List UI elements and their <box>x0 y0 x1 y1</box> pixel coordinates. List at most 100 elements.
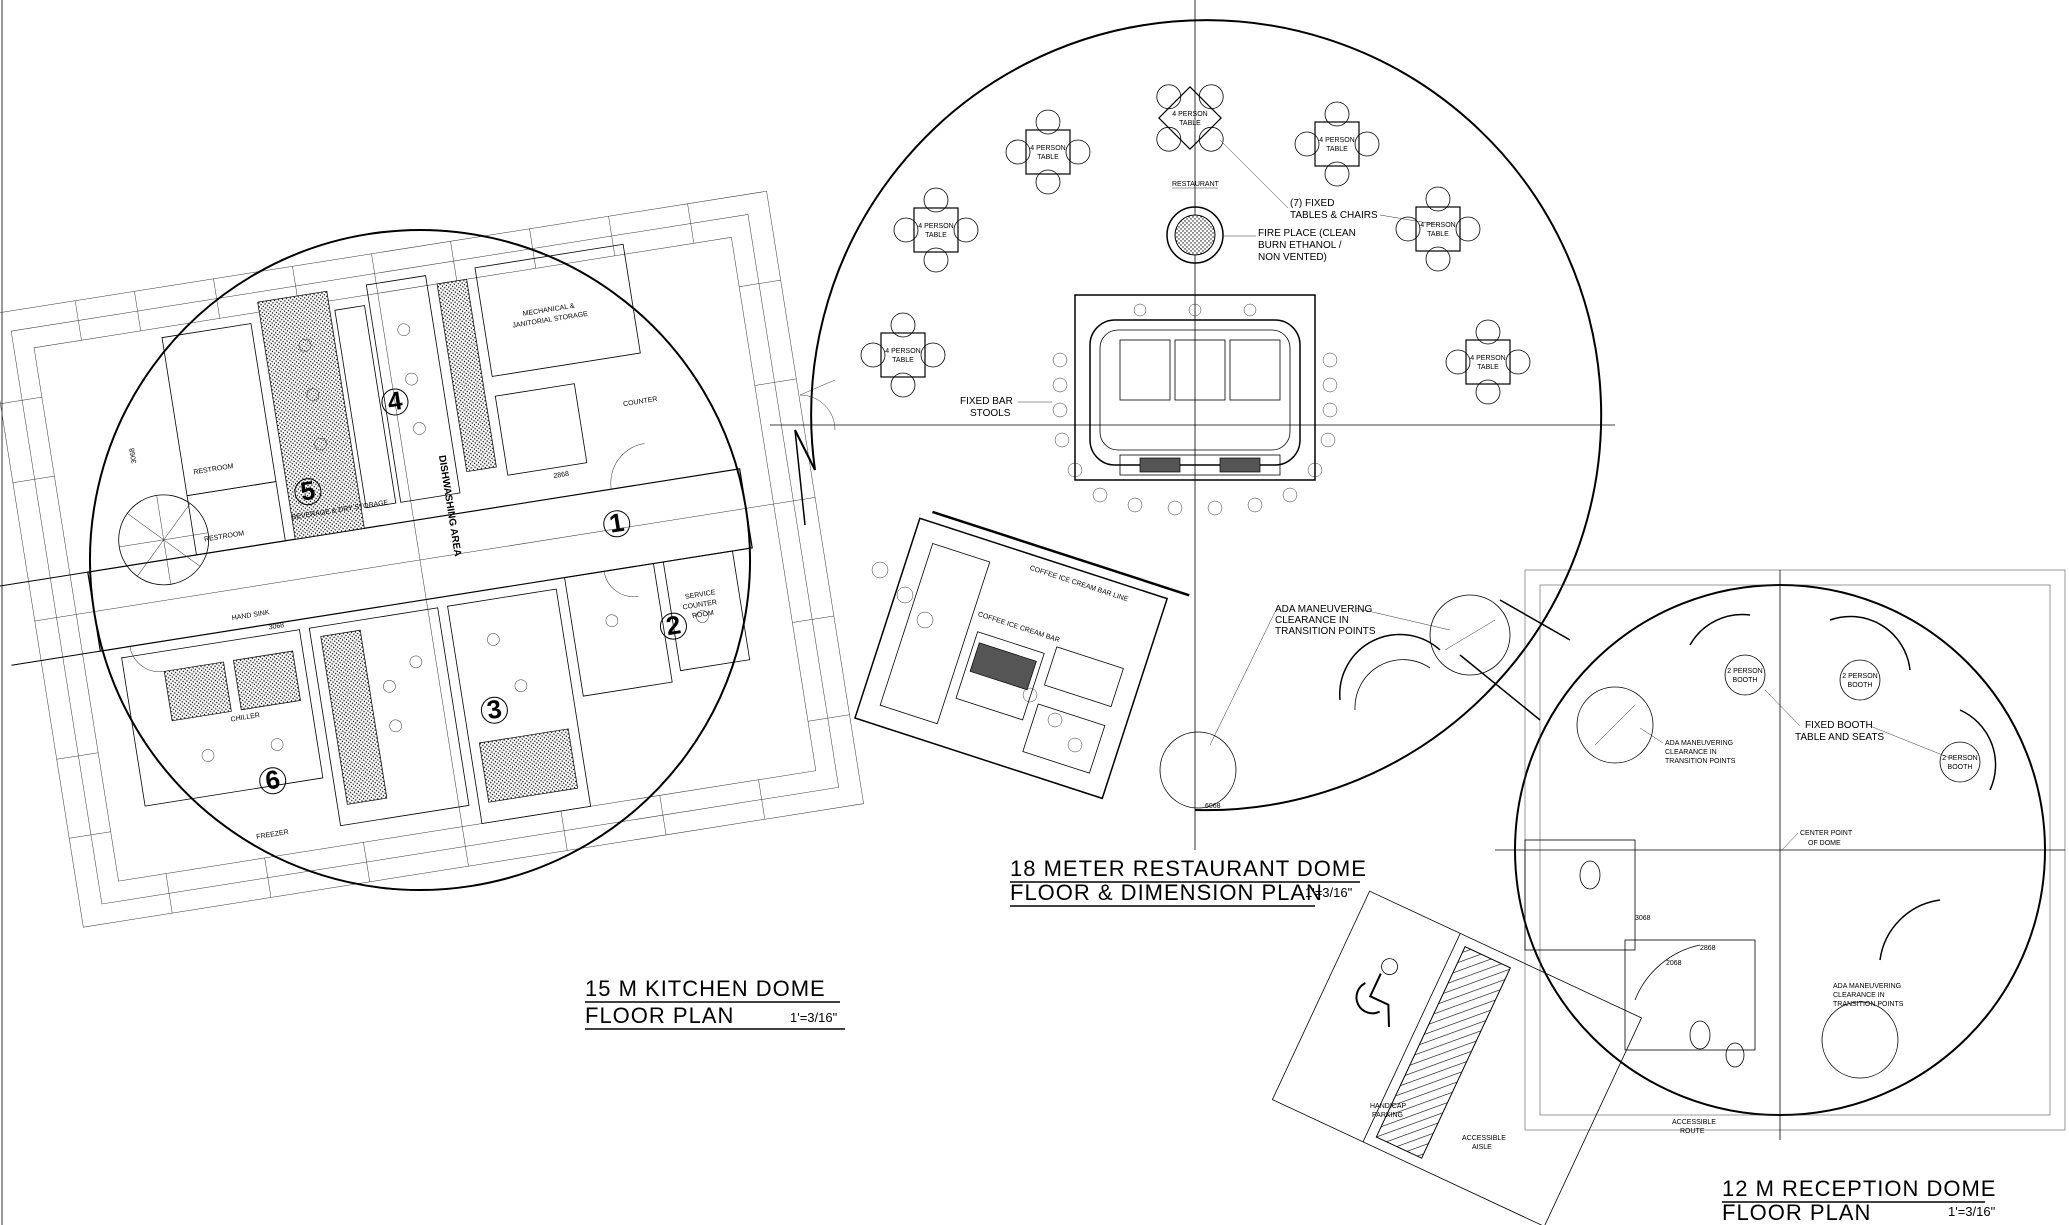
booth-label: 2 PERSON <box>1942 755 1977 762</box>
chair <box>1198 84 1224 110</box>
reception-dome-title: 12 M RECEPTION DOME <box>1722 1176 1996 1201</box>
table-top <box>1158 86 1222 150</box>
four-person-table: 4 PERSON TABLE <box>893 187 979 273</box>
label-service-1: SERVICE <box>685 589 717 601</box>
chair <box>1475 319 1501 345</box>
label-handicap-2: PARKING <box>1372 1112 1403 1119</box>
chair <box>1475 379 1501 405</box>
note-bar-stools-1: FIXED BAR <box>960 396 1013 407</box>
note-ada-reception-1: ADA MANEUVERING <box>1665 740 1733 747</box>
note-fireplace-2: BURN ETHANOL / <box>1258 240 1342 251</box>
label-route-2: ROUTE <box>1680 1128 1705 1135</box>
door-tag-6068: 6068 <box>1205 803 1221 810</box>
chair <box>953 217 979 243</box>
note-ada-reception-b2: CLEARANCE IN <box>1833 992 1885 999</box>
label-chiller: CHILLER <box>230 712 260 724</box>
center-point-2: OF DOME <box>1808 840 1841 847</box>
label-freezer: FREEZER <box>256 829 289 841</box>
note-ada-reception-2: CLEARANCE IN <box>1665 749 1717 756</box>
door-tag-reception-2068: 2068 <box>1666 960 1682 967</box>
reception-dome-scale: 1'=3/16" <box>1948 1204 1996 1219</box>
chair <box>1455 216 1481 242</box>
chair <box>1156 126 1182 152</box>
chair <box>1005 139 1031 165</box>
label-route-1: ACCESSIBLE <box>1672 1119 1716 1126</box>
label-restroom-2: RESTROOM <box>204 530 245 543</box>
booth-label-word: BOOTH <box>1948 764 1973 771</box>
zone-4: 4 <box>385 385 405 417</box>
chair <box>1324 161 1350 187</box>
label-handicap-1: HANDICAP <box>1370 1103 1407 1110</box>
chair <box>1035 109 1061 135</box>
table-top <box>1415 206 1461 252</box>
label-dishwashing-area: DISHWASHING AREA <box>436 455 463 558</box>
table-label-word: TABLE <box>1427 231 1449 238</box>
table-label-word: TABLE <box>1179 120 1201 127</box>
note-tables-2: TABLES & CHAIRS <box>1290 210 1378 221</box>
note-bar-stools-2: STOOLS <box>970 408 1011 419</box>
table-label-word: TABLE <box>925 232 947 239</box>
zone-1: 1 <box>607 507 626 539</box>
label-counter: COUNTER <box>623 396 658 408</box>
chair <box>1294 131 1320 157</box>
door-tag-3068-b: 3068 <box>129 447 138 464</box>
table-top <box>880 332 926 378</box>
note-ada-restaurant-1: ADA MANEUVERING <box>1275 604 1372 615</box>
table-label: 4 PERSON <box>1030 145 1065 152</box>
booth-label-word: BOOTH <box>1848 682 1873 689</box>
label-restroom-1: RESTROOM <box>193 463 234 476</box>
zone-3: 3 <box>485 693 504 725</box>
door-tag-2868: 2868 <box>553 471 570 480</box>
note-ada-restaurant-2: CLEARANCE IN <box>1275 615 1349 626</box>
chair <box>1425 246 1451 272</box>
table-top <box>1465 339 1511 385</box>
chair <box>1354 131 1380 157</box>
chair <box>1035 169 1061 195</box>
table-label-word: TABLE <box>1477 364 1499 371</box>
chair <box>923 187 949 213</box>
door-tag-reception-2868: 2868 <box>1700 945 1716 952</box>
chair <box>890 312 916 338</box>
chair <box>1156 84 1182 110</box>
note-fireplace-1: FIRE PLACE (CLEAN <box>1258 228 1356 239</box>
chair <box>923 247 949 273</box>
table-top <box>1314 121 1360 167</box>
booth-table <box>1839 659 1881 701</box>
restaurant-dome-scale: 1'=3/16" <box>1305 885 1353 900</box>
table-label: 4 PERSON <box>1172 111 1207 118</box>
note-tables-1: (7) FIXED <box>1290 198 1334 209</box>
label-aisle-1: ACCESSIBLE <box>1462 1135 1506 1142</box>
booth-label-word: BOOTH <box>1733 677 1758 684</box>
kitchen-dome-subtitle: FLOOR PLAN <box>585 1003 734 1028</box>
table-label-word: TABLE <box>1326 146 1348 153</box>
chair <box>860 342 886 368</box>
note-ada-restaurant-3: TRANSITION POINTS <box>1275 626 1376 637</box>
note-booth-1: FIXED BOOTH <box>1805 720 1873 731</box>
table-top <box>913 207 959 253</box>
kitchen-dome-plan: 1 2 3 4 5 6 MECHANICAL & JANITORIAL STOR… <box>0 190 864 1030</box>
label-restaurant: RESTAURANT <box>1172 181 1220 188</box>
label-aisle-2: AISLE <box>1472 1144 1492 1151</box>
booth-table <box>1724 654 1766 696</box>
chair <box>893 217 919 243</box>
chair <box>1425 186 1451 212</box>
table-label: 4 PERSON <box>918 223 953 230</box>
note-fireplace-3: NON VENTED) <box>1258 252 1327 263</box>
label-coffee-ice-cream: COFFEE ICE CREAM BAR <box>977 611 1061 644</box>
chair <box>890 372 916 398</box>
center-point-1: CENTER POINT <box>1800 830 1853 837</box>
chair <box>1198 126 1224 152</box>
reception-dome-subtitle: FLOOR PLAN <box>1722 1200 1871 1225</box>
table-top <box>1025 129 1071 175</box>
table-label: 4 PERSON <box>885 348 920 355</box>
kitchen-dome-title: 15 M KITCHEN DOME <box>585 976 826 1001</box>
label-hand-sink: HAND SINK <box>231 609 270 622</box>
